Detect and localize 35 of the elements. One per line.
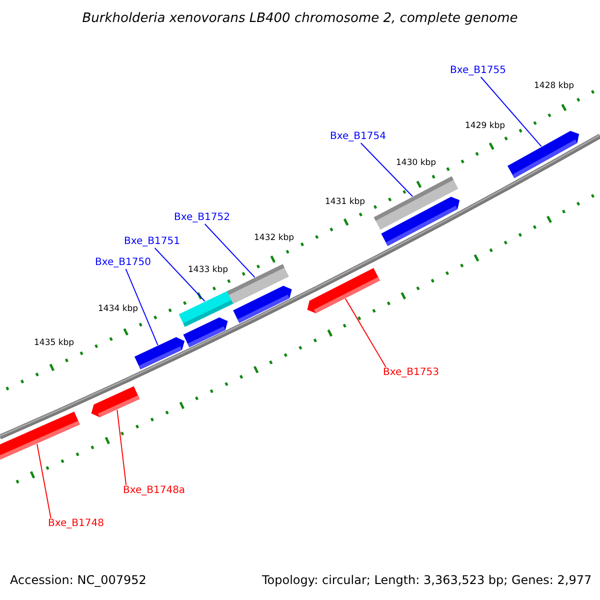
title: Burkholderia xenovorans LB400 chromosome 2, complete genome (81, 12, 519, 25)
leader-line (204, 224, 256, 278)
gene-feature (381, 196, 460, 246)
gene-feature (307, 268, 380, 314)
gene-feature (233, 286, 292, 323)
scale-label: 1431 kbp (325, 198, 366, 206)
leader-line (154, 248, 206, 302)
footer-text: Accession: NC_007952 (10, 574, 146, 586)
leader-line (344, 298, 386, 368)
scale-label: 1434 kbp (98, 305, 138, 314)
gene-label: Bxe_B1748a (123, 486, 186, 496)
scale-label: 1430 kbp (396, 159, 436, 168)
gene-label: Bxe_B1755 (450, 66, 506, 76)
leader-line (36, 443, 52, 518)
gene-feature (91, 386, 140, 418)
footer-text: Topology: circular; Length: 3,363,523 bp; Genes: 2,977 (262, 574, 592, 586)
scale-label: 1433 kbp (188, 266, 228, 274)
scale-label: 1432 kbp (254, 234, 294, 242)
gene-feature (134, 337, 185, 370)
scale-label: 1435 kbp (34, 339, 74, 348)
leader-line (125, 268, 158, 346)
gene-feature (183, 317, 228, 348)
leader-line (360, 142, 413, 197)
leader-line (480, 76, 542, 147)
leader-line (116, 409, 127, 486)
scale-label: 1428 kbp (534, 82, 574, 90)
gene-label: Bxe_B1752 (174, 213, 230, 223)
gene-label: Bxe_B1754 (330, 132, 386, 142)
gene-label: Bxe_B1753 (383, 368, 439, 378)
gene-feature (0, 412, 80, 460)
gene-label: Bxe_B1748 (48, 519, 104, 529)
gene-label: Bxe_B1751 (124, 237, 180, 247)
gene-feature (508, 130, 580, 178)
gene-label: Bxe_B1750 (95, 258, 151, 268)
scale-label: 1429 kbp (465, 122, 506, 130)
